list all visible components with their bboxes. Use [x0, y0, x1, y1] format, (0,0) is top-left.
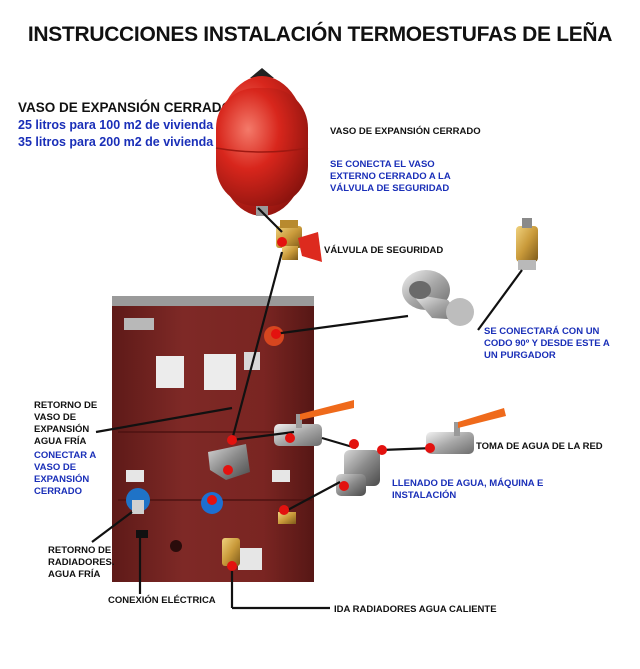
label-vaso-expansion: VASO DE EXPANSIÓN CERRADO [330, 126, 481, 137]
expansion-heading: VASO DE EXPANSIÓN CERRADO: [18, 100, 237, 115]
note-codo-purgador: SE CONECTARÁ CON UN CODO 90º Y DESDE EST… [484, 326, 610, 361]
marker-tee-boiler [223, 465, 233, 475]
expansion-line-200m2: 35 litros para 200 m2 de vivienda [18, 135, 214, 149]
page-title: INSTRUCCIONES INSTALACIÓN TERMOESTUFAS D… [27, 23, 613, 46]
note-llenado-agua: LLENADO DE AGUA, MÁQUINA E INSTALACIÓN [392, 478, 544, 501]
label-retorno-radiadores: RETORNO DE RADIADORES. AGUA FRÍA [48, 545, 115, 580]
ball-valve-right [426, 408, 506, 454]
note-vaso-externo: SE CONECTA EL VASO EXTERNO CERRADO A LA … [330, 159, 451, 194]
label-toma-agua-red: TOMA DE AGUA DE LA RED [476, 441, 603, 452]
marker-return-port [227, 435, 237, 445]
expansion-tank [215, 68, 309, 216]
marker-tee-bottom [339, 481, 349, 491]
label-conexion-electrica: CONEXIÓN ELÉCTRICA [108, 595, 216, 606]
label-ida-radiadores: IDA RADIADORES AGUA CALIENTE [334, 604, 497, 615]
marker-tee-right [377, 445, 387, 455]
marker-toma [425, 443, 435, 453]
marker-valve [277, 237, 287, 247]
marker-purger-port [271, 329, 281, 339]
marker-boiler-fill [279, 505, 289, 515]
marker-valve-in [285, 433, 295, 443]
note-conectar-vaso: CONECTAR A VASO DE EXPANSIÓN CERRADO [34, 450, 97, 497]
marker-tee-top [349, 439, 359, 449]
marker-ida [227, 561, 237, 571]
elbow-90-fitting [402, 270, 474, 326]
air-purger [516, 218, 538, 270]
label-valvula-seguridad: VÁLVULA DE SEGURIDAD [324, 245, 444, 256]
marker-blue-port [207, 495, 217, 505]
expansion-line-100m2: 25 litros para 100 m2 de vivienda [18, 118, 214, 132]
label-retorno-vaso: RETORNO DE VASO DE EXPANSIÓN AGUA FRÍA [34, 400, 98, 447]
connection-markers [207, 237, 435, 571]
